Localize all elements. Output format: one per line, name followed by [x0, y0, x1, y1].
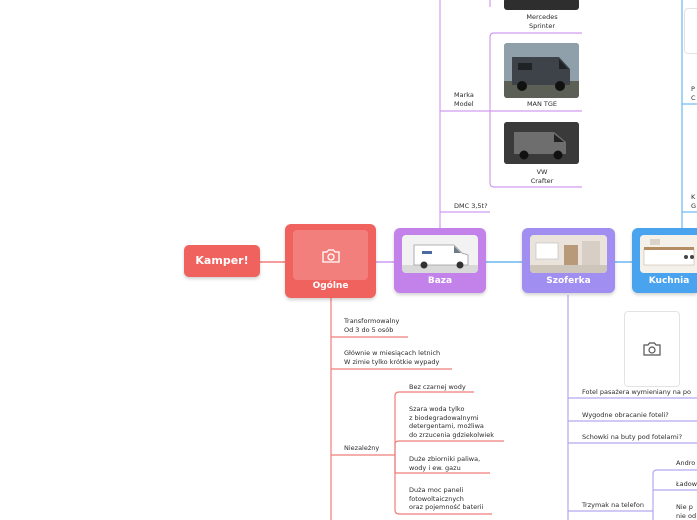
vehicle-label-mercedes: Mercedes Sprinter [526, 13, 558, 30]
topic-k-fragment[interactable]: K G [691, 193, 697, 210]
topic-obracanie-foteli[interactable]: Wygodne obracanie foteli? [582, 411, 669, 419]
camera-icon [643, 342, 661, 356]
van-image [402, 235, 478, 273]
camera-icon [322, 249, 340, 263]
topic-schowki[interactable]: Schowki na buty pod fotelami? [582, 433, 683, 441]
root-node[interactable]: Kamper! [184, 245, 260, 277]
topic-nie-przeszkadza[interactable]: Nie p nie od [676, 503, 697, 520]
node-label: Baza [427, 276, 453, 286]
topic-szara-woda[interactable]: Szara woda tylko z biodegradowalnymi det… [409, 405, 495, 439]
topic-zbiorniki[interactable]: Duże zbiorniki paliwa, wody i ew. gazu [409, 455, 481, 472]
node-label: Szoferka [546, 276, 591, 286]
topic-transformowalny[interactable]: Transformowalny Od 3 do 5 osób [344, 317, 400, 334]
topic-dmc[interactable]: DMC 3,5t? [454, 202, 488, 210]
topic-panele[interactable]: Duża moc paneli fotowoltaicznych oraz po… [409, 486, 484, 511]
image-placeholder [293, 230, 368, 280]
node-ogolne[interactable]: Ogólne [285, 224, 376, 298]
topic-trzymak[interactable]: Trzymak na telefon [582, 501, 644, 509]
topic-niezalezny[interactable]: Niezależny [344, 444, 380, 452]
node-szoferka[interactable]: Szoferka [522, 228, 615, 293]
topic-bez-czarnej-wody[interactable]: Bez czarnej wody [409, 383, 466, 391]
kitchen-image [640, 235, 697, 273]
node-kuchnia[interactable]: Kuchnia [632, 228, 697, 293]
topic-glownie-latem[interactable]: Głównie w miesiącach letnich W zimie tyl… [344, 349, 441, 366]
topic-android[interactable]: Andro [676, 459, 696, 467]
root-label: Kamper! [195, 254, 249, 267]
topic-marka-model[interactable]: Marka Model [454, 91, 474, 108]
kuchnia-image-fragment [684, 8, 697, 54]
node-label: Kuchnia [648, 276, 690, 286]
topic-fotel-pasazera[interactable]: Fotel pasażera wymieniany na po [582, 388, 692, 396]
van-photo-man [504, 43, 579, 98]
node-baza[interactable]: Baza [394, 228, 486, 293]
vehicle-label-vw: VW Crafter [530, 168, 554, 185]
van-photo-mercedes [504, 0, 579, 10]
node-label: Ogólne [312, 281, 349, 291]
cab-interior-image [530, 235, 607, 273]
van-photo-vw [504, 122, 579, 164]
image-placeholder [624, 311, 680, 387]
vehicle-label-man: MAN TGE [526, 100, 558, 108]
topic-p-fragment[interactable]: P C [691, 85, 696, 102]
topic-ladowarka[interactable]: Ładow [676, 480, 697, 488]
